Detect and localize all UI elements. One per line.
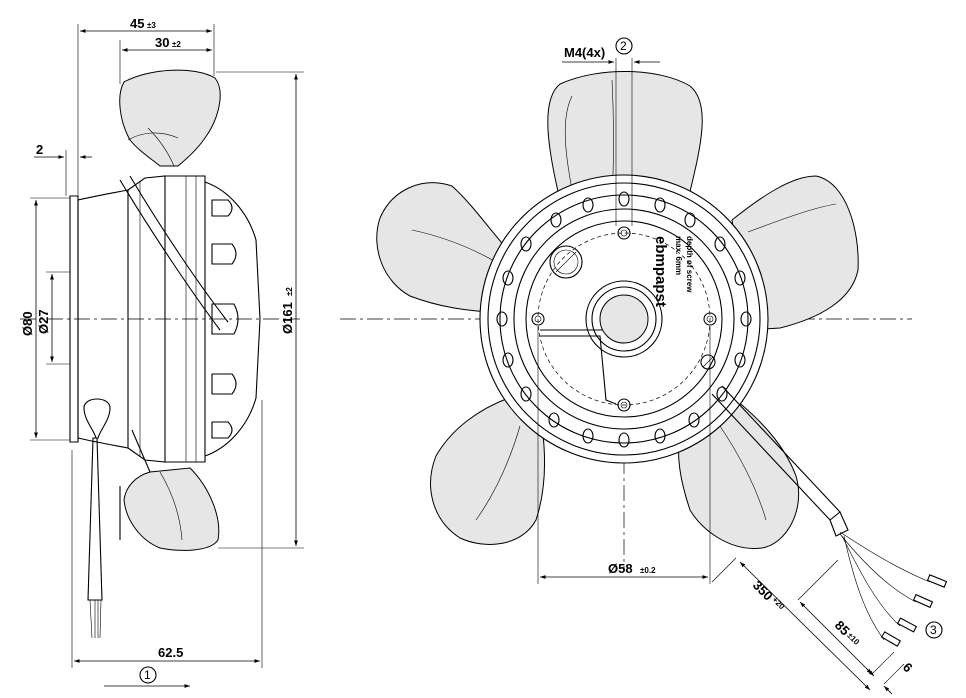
airflow-marker-circle <box>139 666 157 684</box>
blade-left <box>376 182 509 313</box>
front-ground-screw <box>700 354 716 370</box>
screw-note-line1: max. 6mm <box>674 236 683 275</box>
lead-marker-circle <box>925 621 943 639</box>
dim-mount-length: 62.5 <box>158 645 183 660</box>
side-top-blade <box>119 69 221 167</box>
dim-dia-161-tol: ±2 <box>285 287 294 296</box>
dim-strip-length-tol: ±10 <box>845 631 861 647</box>
front-view: ebmpapst max. 6mm depth of screw M4(4x) <box>340 37 948 695</box>
dim-dia-58-tol: ±0.2 <box>640 566 656 575</box>
dim-thread: M4(4x) <box>564 45 605 60</box>
thread-marker-label: 2 <box>620 39 627 53</box>
front-hub <box>585 280 663 358</box>
side-cable-gland <box>83 398 111 439</box>
dim-offset: 2 <box>36 142 43 157</box>
airflow-marker-label: 1 <box>144 668 151 682</box>
dim-cable-length-tol: +20 <box>770 595 786 611</box>
front-hole-ring <box>496 191 752 448</box>
dim-overall-depth: 45 <box>130 16 144 31</box>
brand-label: ebmpapst <box>652 236 669 307</box>
blade-top <box>547 71 703 201</box>
side-view: 45 ±3 30 ±2 2 Ø80 Ø27 Ø161 ±2 62.5 <box>20 16 304 688</box>
blade-lower-left <box>430 395 545 545</box>
dim-impeller-depth: 30 <box>155 35 169 50</box>
front-cable <box>711 385 948 647</box>
front-plug <box>549 245 583 279</box>
dim-impeller-depth-tol: ±2 <box>172 40 181 49</box>
thread-marker-circle <box>615 37 633 55</box>
lead-marker-label: 3 <box>930 623 937 637</box>
side-bottom-blade <box>123 467 220 551</box>
side-housing-slots <box>211 199 239 439</box>
dim-overall-depth-tol: ±3 <box>147 21 156 30</box>
dim-dia-161: Ø161 <box>280 302 295 334</box>
dim-dia-58: Ø58 <box>608 561 633 576</box>
front-mounting-holes <box>531 226 717 412</box>
screw-note-line2: depth of screw <box>685 236 694 293</box>
dim-dia-27: Ø27 <box>36 309 51 334</box>
side-flange <box>69 195 79 443</box>
dim-end-strip: 6 <box>900 660 916 676</box>
dim-dia-80: Ø80 <box>20 311 35 336</box>
